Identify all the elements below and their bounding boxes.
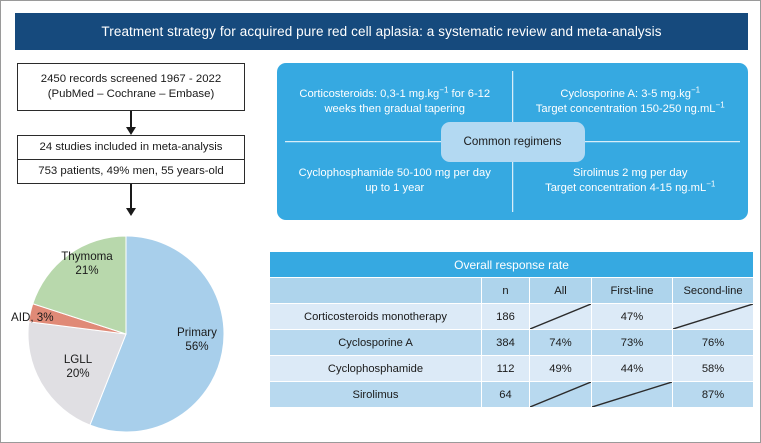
regimen-sirolimus-exp2: −1	[706, 179, 716, 189]
table-cell-second-line	[671, 303, 755, 330]
flow-box-studies-label: 24 studies included in meta-analysis	[39, 141, 223, 153]
pie-slice-primary	[89, 235, 225, 433]
flow-arrow-down-2	[125, 184, 137, 216]
page-title: Treatment strategy for acquired pure red…	[15, 13, 748, 50]
table-cell-all: 49%	[529, 355, 592, 382]
regimen-cyclosporine-exp1: −1	[690, 85, 701, 95]
table-cell-treatment: Sirolimus	[269, 381, 482, 408]
flow-box-studies-included: 24 studies included in meta-analysis	[17, 135, 245, 159]
regimen-cyclosporine-line1: Cyclosporine A: 3-5 mg.kg	[560, 88, 691, 101]
table-cell-treatment: Cyclophosphamide	[269, 355, 482, 382]
table-cell-first-line	[591, 381, 673, 408]
regimen-cyclophosphamide: Cyclophosphamide 50-100 mg per day up to…	[277, 142, 513, 221]
regimen-sirolimus-line1: Sirolimus 2 mg per day	[573, 166, 688, 179]
table-col-header-first-line: First-line	[591, 277, 673, 304]
regimen-cyclosporine-line2: Target concentration 150-250 ng.mL	[535, 103, 716, 116]
flow-box-records-line2: (PubMed – Cochrane – Embase)	[47, 88, 215, 100]
flow-box-records-screened: 2450 records screened 1967 - 2022 (PubMe…	[17, 63, 245, 111]
common-regimens-badge: Common regimens	[440, 121, 585, 162]
table-cell-all	[529, 303, 592, 330]
regimen-cyclosporine: Cyclosporine A: 3-5 mg.kg−1 Target conce…	[513, 63, 749, 142]
table-cell-n: 384	[481, 329, 530, 356]
table-cell-n: 186	[481, 303, 530, 330]
regimen-corticosteroids: Corticosteroids: 0,3-1 mg.kg−1 for 6-12 …	[277, 63, 513, 142]
regimen-corticosteroids-line1a: Corticosteroids: 0,3-1 mg.kg	[299, 88, 440, 101]
table-cell-first-line: 44%	[591, 355, 673, 382]
pie-slice-lgll	[32, 235, 127, 335]
table-title: Overall response rate	[268, 251, 755, 278]
pie-slice-thymoma	[27, 321, 127, 426]
table-cell-first-line: 47%	[591, 303, 673, 330]
table-cell-first-line: 73%	[591, 329, 673, 356]
flow-box-patients-label: 753 patients, 49% men, 55 years-old	[38, 165, 224, 177]
table-cell-n: 64	[481, 381, 530, 408]
regimen-corticosteroids-exp1: −1	[439, 85, 449, 95]
table-cell-n: 112	[481, 355, 530, 382]
table-cell-second-line: 87%	[671, 381, 755, 408]
regimen-sirolimus-line2: Target concentration 4-15 ng.mL	[545, 181, 707, 194]
regimen-cyclophosphamide-line2: up to 1 year	[365, 181, 425, 194]
regimen-sirolimus: Sirolimus 2 mg per day Target concentrat…	[513, 142, 749, 221]
table-cell-treatment: Corticosteroids monotherapy	[269, 303, 482, 330]
table-col-header-treatment	[269, 277, 482, 304]
table-cell-all: 74%	[529, 329, 592, 356]
table-cell-all	[529, 381, 592, 408]
regimen-cyclosporine-exp2: −1	[715, 100, 725, 110]
table-col-header-n: n	[481, 277, 530, 304]
flow-box-records-line1: 2450 records screened 1967 - 2022	[40, 73, 222, 85]
flow-arrow-down-1	[125, 111, 137, 135]
regimen-corticosteroids-line1b: for 6-12	[448, 88, 491, 101]
common-regimens-panel: Corticosteroids: 0,3-1 mg.kg−1 for 6-12 …	[277, 63, 748, 220]
table-cell-second-line: 76%	[671, 329, 755, 356]
regimen-corticosteroids-line2: weeks then gradual tapering	[324, 103, 466, 116]
table-col-header-second-line: Second-line	[671, 277, 755, 304]
table-title-row: Overall response rate	[268, 251, 755, 278]
table-cell-second-line: 58%	[671, 355, 755, 382]
etiology-pie-chart	[27, 235, 225, 433]
table-col-header-all: All	[529, 277, 592, 304]
flow-box-patients: 753 patients, 49% men, 55 years-old	[17, 159, 245, 184]
regimen-cyclophosphamide-line1: Cyclophosphamide 50-100 mg per day	[298, 166, 491, 179]
table-cell-treatment: Cyclosporine A	[269, 329, 482, 356]
